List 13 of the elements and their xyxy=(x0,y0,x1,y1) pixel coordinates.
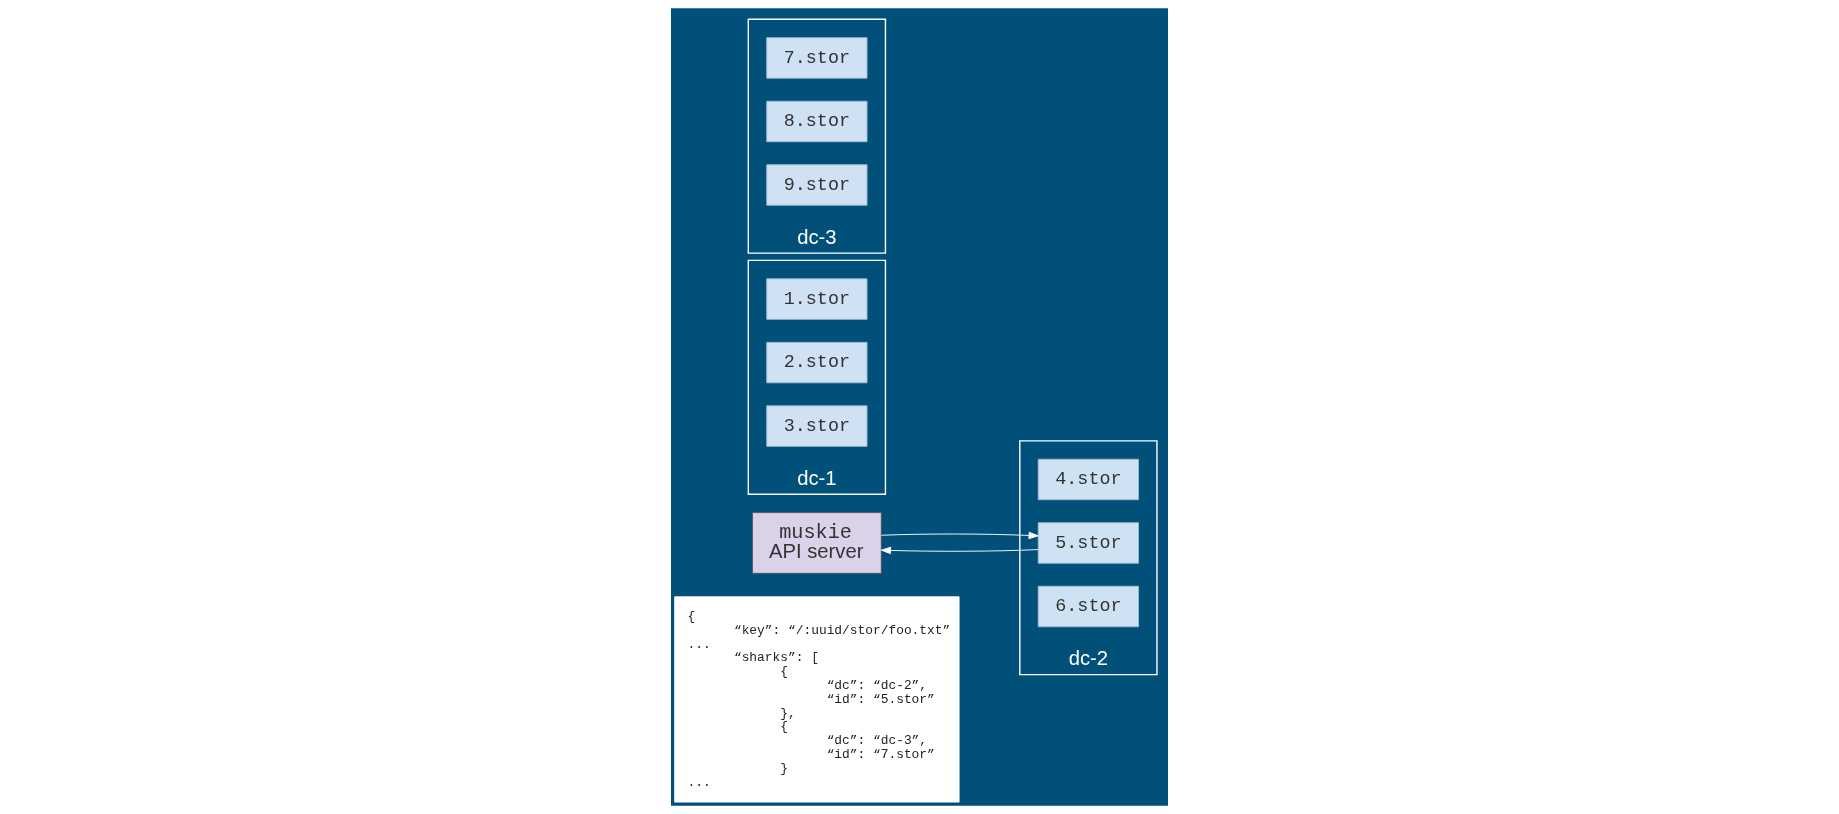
node-box: 2.stor xyxy=(766,341,868,384)
node-box: 6.stor xyxy=(1037,585,1139,628)
node-box: 4.stor xyxy=(1037,458,1139,501)
node-box: 5.stor xyxy=(1037,522,1139,564)
node-box: 9.stor xyxy=(766,164,868,206)
node-box: 8.stor xyxy=(766,100,868,143)
node-box: 1.stor xyxy=(766,278,868,320)
node-box: 7.stor xyxy=(766,37,868,79)
node-box: 3.stor xyxy=(766,405,868,447)
node-box: muskie API server xyxy=(752,512,882,574)
node-box: { “key”: “/:uuid/stor/foo.txt” ... “sharks”: [ { “dc”: “dc-2”, “id”: “5.stor” }, { “dc”: “dc-3”, “id”: “7.stor” } ... xyxy=(674,596,960,803)
arrow xyxy=(880,546,1039,555)
arrow xyxy=(880,531,1039,540)
